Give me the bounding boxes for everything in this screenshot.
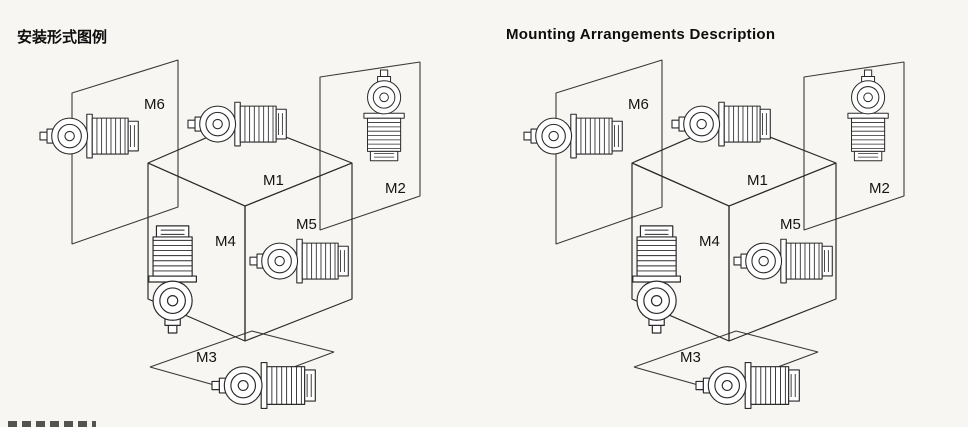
- left-title: 安装形式图例: [17, 29, 108, 46]
- m3-mounting-plane: [149, 330, 335, 391]
- motor-m6-drawing: [523, 113, 623, 159]
- label-m5: M5: [296, 216, 317, 233]
- cube-right-face: [728, 162, 837, 342]
- label-m1: M1: [747, 172, 768, 189]
- label-m6: M6: [628, 96, 649, 113]
- motor-m5-drawing: [249, 238, 349, 284]
- label-m4: M4: [215, 233, 236, 250]
- motor-m2-drawing: [363, 69, 405, 162]
- right-mounting-diagram: M6 M1 M2 M4 M5 M3: [523, 59, 905, 410]
- label-m1: M1: [263, 172, 284, 189]
- label-m2: M2: [385, 180, 406, 197]
- left-mounting-diagram: M6 M1 M2 M4 M5 M3: [39, 59, 421, 410]
- m2-mounting-plane: [803, 61, 905, 231]
- m2-mounting-plane: [319, 61, 421, 231]
- label-m4: M4: [699, 233, 720, 250]
- right-title: Mounting Arrangements Description: [506, 26, 776, 43]
- motor-m6-drawing: [39, 113, 139, 159]
- label-m6: M6: [144, 96, 165, 113]
- motor-m5-drawing: [733, 238, 833, 284]
- bottom-edge-cropped-text: [8, 421, 96, 427]
- cube-right-face: [244, 162, 353, 342]
- motor-m2-drawing: [847, 69, 889, 162]
- label-m5: M5: [780, 216, 801, 233]
- label-m2: M2: [869, 180, 890, 197]
- m3-mounting-plane: [633, 330, 819, 391]
- label-m3: M3: [196, 349, 217, 366]
- label-m3: M3: [680, 349, 701, 366]
- motor-m3-drawing: [695, 361, 800, 410]
- motor-m3-drawing: [211, 361, 316, 410]
